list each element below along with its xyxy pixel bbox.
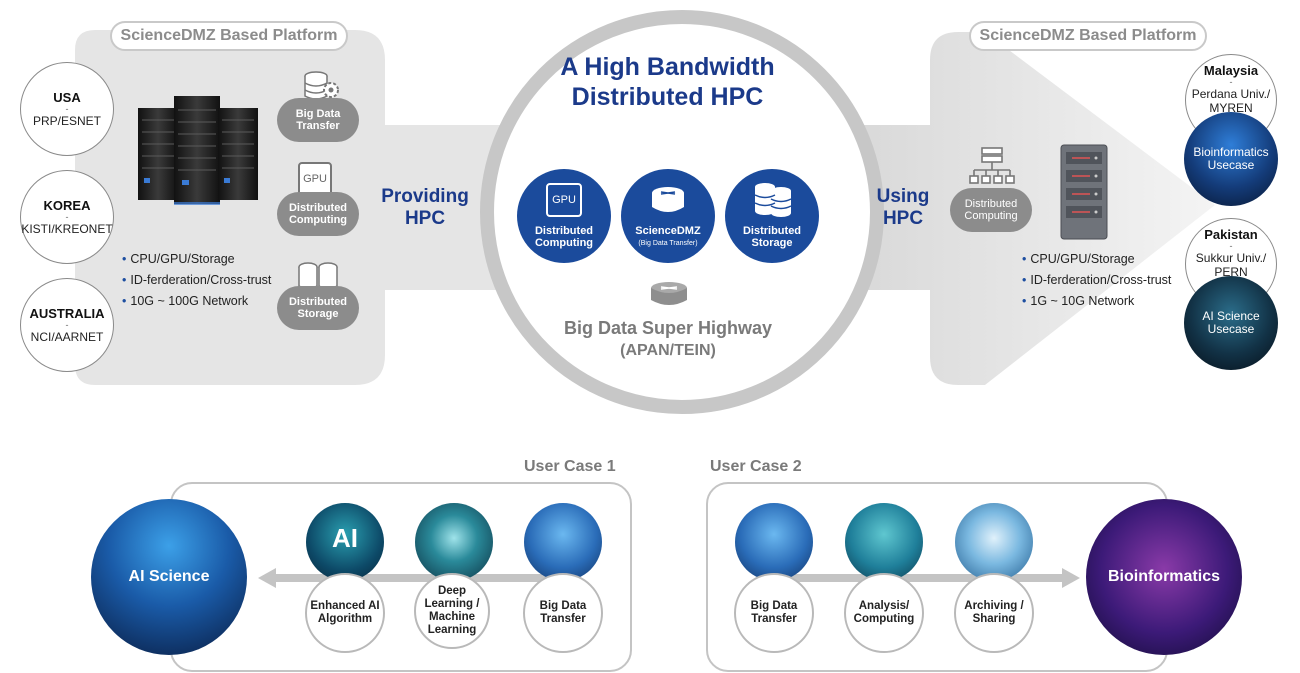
country-separator: - [65, 212, 69, 222]
center-title: A High Bandwidth Distributed HPC [560, 53, 775, 111]
brain-chip-image [415, 503, 493, 581]
gpu-chip-label: GPU [552, 194, 576, 206]
country-separator: - [1229, 77, 1233, 87]
spec-item: CPU/GPU/Storage [122, 249, 271, 270]
bioinformatics-label: Bioinformatics [1107, 568, 1220, 585]
usecase-label: Bioinformatics Usecase [1193, 145, 1269, 172]
node-distributed-computing: GPU Distributed Computing [517, 169, 611, 263]
country-usa: USA - PRP/ESNET [20, 62, 114, 156]
gpu-chip-icon: GPU [546, 183, 582, 217]
country-name: USA [53, 90, 81, 105]
step-deep-learning: Deep Learning / Machine Learning [414, 573, 490, 649]
step-enhanced-ai-algorithm: Enhanced AI Algorithm [305, 573, 385, 653]
node-label-text: Distributed Computing [534, 225, 594, 249]
database-gear-icon [304, 71, 339, 100]
node-sciencedmz: ScienceDMZ (Big Data Transfer) [621, 169, 715, 263]
spec-item: CPU/GPU/Storage [1022, 249, 1171, 270]
router-icon [651, 282, 687, 305]
spec-item: ID-ferderation/Cross-trust [122, 270, 271, 291]
arrow-left-icon [258, 568, 578, 588]
spec-item: 10G ~ 100G Network [122, 291, 271, 312]
use-case-1-title: User Case 1 [524, 458, 616, 475]
database-icon [754, 183, 792, 217]
country-org: Sukkur Univ./ PERN [1195, 251, 1267, 279]
bioinformatics-image: Bioinformatics [1086, 499, 1242, 655]
ai-science-label: AI Science [128, 568, 210, 585]
node-label: Distributed Computing [517, 225, 611, 249]
spec-item: 1G ~ 10G Network [1022, 291, 1171, 312]
country-org: NCI/AARNET [30, 330, 104, 344]
step-big-data-transfer: Big Data Transfer [523, 573, 603, 653]
country-korea: KOREA - KISTI/KREONET [20, 170, 114, 264]
left-platform-title: ScienceDMZ Based Platform [110, 21, 348, 51]
router-icon [652, 187, 684, 212]
archiving-image [955, 503, 1033, 581]
country-name: Pakistan [1204, 227, 1258, 242]
gpu-chip-label: GPU [303, 173, 327, 185]
service-distributed-computing-right: Distributed Computing [950, 188, 1032, 232]
country-separator: - [65, 320, 69, 330]
step-archiving-sharing: Archiving / Sharing [954, 573, 1034, 653]
step-big-data-transfer: Big Data Transfer [734, 573, 814, 653]
usecase-label: AI Science Usecase [1202, 309, 1260, 336]
node-label-text: Distributed Storage [742, 225, 802, 249]
step-analysis-computing: Analysis/ Computing [844, 573, 924, 653]
server-tower-icon [1060, 144, 1108, 240]
node-sub-label: (Big Data Transfer) [638, 240, 698, 247]
country-name: AUSTRALIA [29, 306, 105, 321]
highway-sub-label: (APAN/TEIN) [620, 342, 716, 359]
providing-hpc-label: Providing HPC [381, 186, 469, 229]
use-case-2-title: User Case 2 [710, 458, 802, 475]
node-label: ScienceDMZ (Big Data Transfer) [621, 225, 715, 250]
country-separator: - [65, 104, 69, 114]
country-name: KOREA [43, 198, 91, 213]
data-transfer-image [524, 503, 602, 581]
server-rack-icon [138, 96, 258, 205]
node-label-text: ScienceDMZ [635, 225, 701, 237]
ai-image: AI [306, 503, 384, 581]
analysis-image [845, 503, 923, 581]
ai-image-text: AI [332, 523, 358, 553]
right-spec-list: CPU/GPU/Storage ID-ferderation/Cross-tru… [1022, 249, 1171, 312]
bioinformatics-usecase-image: Bioinformatics Usecase [1184, 112, 1278, 206]
service-distributed-computing: Distributed Computing [277, 192, 359, 236]
data-transfer-image [735, 503, 813, 581]
country-org: PRP/ESNET [32, 114, 101, 128]
country-org: Perdana Univ./ MYREN [1191, 87, 1271, 115]
highway-label: Big Data Super Highway [563, 318, 773, 338]
using-hpc-label: Using HPC [876, 186, 930, 229]
country-separator: - [1229, 241, 1233, 251]
network-hierarchy-icon [969, 147, 1015, 184]
right-platform-title: ScienceDMZ Based Platform [969, 21, 1207, 51]
node-label: Distributed Storage [725, 225, 819, 249]
ai-science-image: AI Science [91, 499, 247, 655]
node-distributed-storage: Distributed Storage [725, 169, 819, 263]
country-australia: AUSTRALIA - NCI/AARNET [20, 278, 114, 372]
gpu-chip-icon: GPU [298, 162, 332, 196]
service-big-data-transfer: Big Data Transfer [277, 98, 359, 142]
arrow-right-icon [770, 568, 1080, 588]
country-org: KISTI/KREONET [21, 222, 113, 236]
left-spec-list: CPU/GPU/Storage ID-ferderation/Cross-tru… [122, 249, 271, 312]
service-distributed-storage: Distributed Storage [277, 286, 359, 330]
country-name: Malaysia [1203, 63, 1259, 78]
ai-science-usecase-image: AI Science Usecase [1184, 276, 1278, 370]
spec-item: ID-ferderation/Cross-trust [1022, 270, 1171, 291]
